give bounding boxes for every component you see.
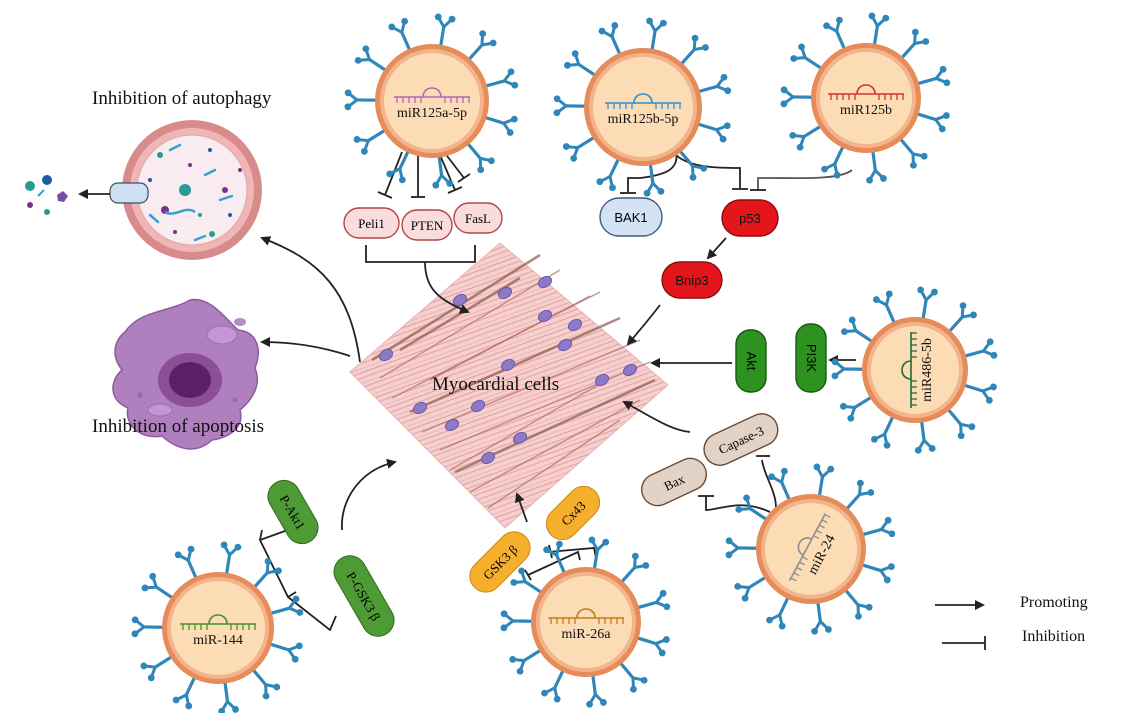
myocardial-tissue xyxy=(349,242,669,529)
svg-text:FasL: FasL xyxy=(465,211,491,226)
exosome-mir486: miR486-5b xyxy=(831,286,998,454)
legend-promoting-label: Promoting xyxy=(1020,594,1088,611)
apoptosis-label: Inhibition of apoptosis xyxy=(92,416,264,437)
exosome-label-mir125b: miR125b xyxy=(840,103,892,118)
target-bax: Bax xyxy=(640,457,708,507)
target-gsk3b: GSK3 β xyxy=(469,531,531,593)
target-capase3: Capase-3 xyxy=(703,413,779,466)
connectors xyxy=(78,149,856,632)
legend-inhibition-label: Inhibition xyxy=(1022,628,1085,645)
myocardial-label: Myocardial cells xyxy=(432,374,559,395)
exosome-mir26a: miR-26a xyxy=(500,536,671,708)
exosome-mir125b5p: miR125b-5p xyxy=(553,17,732,197)
exosome-label-mir144: miR-144 xyxy=(193,633,243,648)
exosome-mir24: miR-24 xyxy=(725,463,896,635)
released-particles xyxy=(25,175,68,215)
exosome-mir125b: miR125b xyxy=(780,12,951,184)
svg-text:Akt: Akt xyxy=(744,352,759,371)
target-p53: p53 xyxy=(721,199,779,237)
target-pi3k: PI3K xyxy=(795,323,827,393)
target-akt: Akt xyxy=(735,329,767,393)
target-pten: PTEN xyxy=(401,209,453,241)
svg-text:Bnip3: Bnip3 xyxy=(675,273,708,288)
target-cx43: Cx43 xyxy=(545,485,601,541)
target-bnip3: Bnip3 xyxy=(661,261,723,299)
target-pakt1: P-Akt1 xyxy=(267,479,319,545)
svg-text:BAK1: BAK1 xyxy=(614,210,647,225)
exosome-label-mir26a: miR-26a xyxy=(562,627,612,642)
target-peli1: Peli1 xyxy=(343,207,400,239)
target-pgsk3b: P-GSK3 β xyxy=(333,555,395,637)
legend: Promoting Inhibition xyxy=(935,594,1088,650)
exosome-mir125a5p: miR125a-5p xyxy=(344,13,519,189)
exosome-label-mir486: miR486-5b xyxy=(920,338,935,402)
exosome-label-mir125a5p: miR125a-5p xyxy=(397,106,467,121)
membrane-channel xyxy=(109,182,149,204)
svg-text:PTEN: PTEN xyxy=(411,218,444,233)
exosome-label-mir125b5p: miR125b-5p xyxy=(608,112,679,127)
svg-text:PI3K: PI3K xyxy=(804,344,819,373)
apoptosis-cell xyxy=(112,298,259,450)
target-fasl: FasL xyxy=(453,202,503,234)
target-bak1: BAK1 xyxy=(599,197,663,237)
autophagy-cell xyxy=(109,120,262,260)
svg-text:p53: p53 xyxy=(739,211,761,226)
svg-text:Peli1: Peli1 xyxy=(358,216,385,231)
autophagy-label: Inhibition of autophagy xyxy=(92,88,272,109)
exosome-mir144: miR-144 xyxy=(131,541,304,713)
